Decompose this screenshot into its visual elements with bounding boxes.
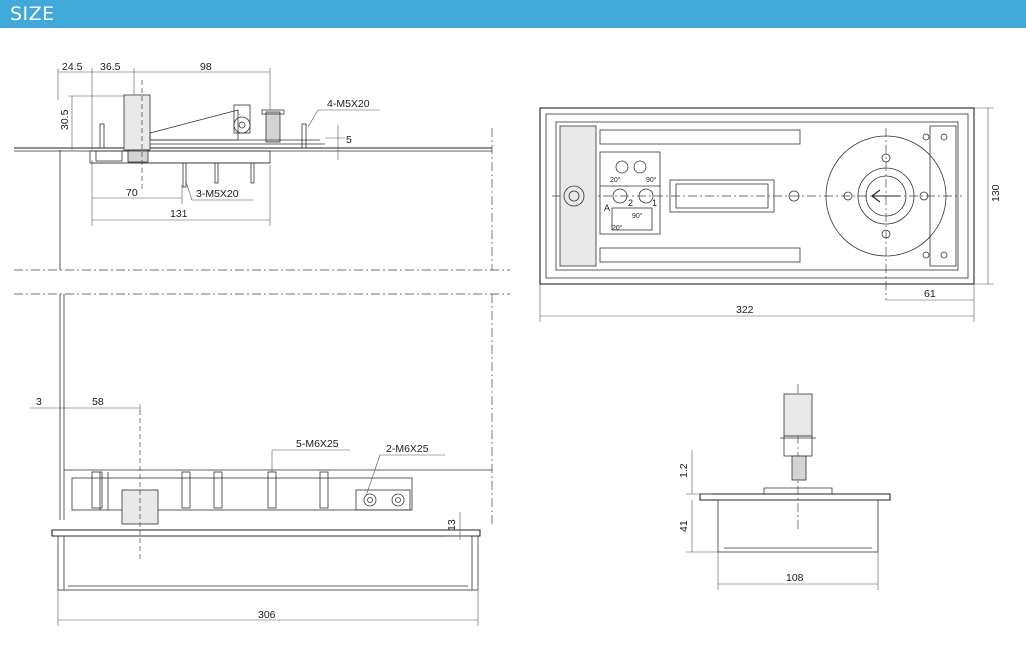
plan-label-90-b: 90° bbox=[632, 212, 643, 220]
plan-label-1: 1 bbox=[652, 198, 657, 208]
dim-58: 58 bbox=[92, 396, 104, 408]
plan-label-20-b: 20° bbox=[612, 224, 623, 232]
label-4-m5x20: 4-M5X20 bbox=[327, 98, 370, 110]
dim-3: 3 bbox=[36, 396, 42, 408]
dim-70: 70 bbox=[126, 187, 138, 199]
plan-label-90: 90° bbox=[646, 176, 657, 184]
end-view bbox=[686, 384, 891, 590]
side-view-bottom bbox=[14, 293, 510, 626]
dim-30-5: 30.5 bbox=[59, 109, 71, 130]
dim-306: 306 bbox=[258, 609, 276, 621]
plan-label-2: 2 bbox=[628, 198, 633, 208]
side-view-top bbox=[14, 68, 510, 271]
dim-108: 108 bbox=[786, 572, 804, 584]
plan-label-a: A bbox=[604, 203, 610, 213]
dim-98: 98 bbox=[200, 61, 212, 73]
dim-1-2: 1.2 bbox=[678, 463, 690, 478]
label-2-m6x25: 2-M6X25 bbox=[386, 443, 429, 455]
dim-36-5: 36.5 bbox=[100, 61, 121, 73]
dim-24-5: 24.5 bbox=[62, 61, 83, 73]
dim-13: 13 bbox=[446, 519, 458, 531]
dim-130: 130 bbox=[990, 184, 1002, 202]
header-bar: SIZE bbox=[0, 0, 1026, 28]
dim-322: 322 bbox=[736, 304, 754, 316]
header-title: SIZE bbox=[10, 3, 55, 25]
label-3-m5x20: 3-M5X20 bbox=[196, 188, 239, 200]
label-5-m6x25: 5-M6X25 bbox=[296, 438, 339, 450]
plan-label-20: 20° bbox=[610, 176, 621, 184]
dim-131: 131 bbox=[170, 208, 188, 220]
dim-5: 5 bbox=[346, 134, 352, 146]
plan-view bbox=[539, 107, 994, 322]
dim-41: 41 bbox=[678, 520, 690, 532]
dim-61: 61 bbox=[924, 288, 936, 300]
